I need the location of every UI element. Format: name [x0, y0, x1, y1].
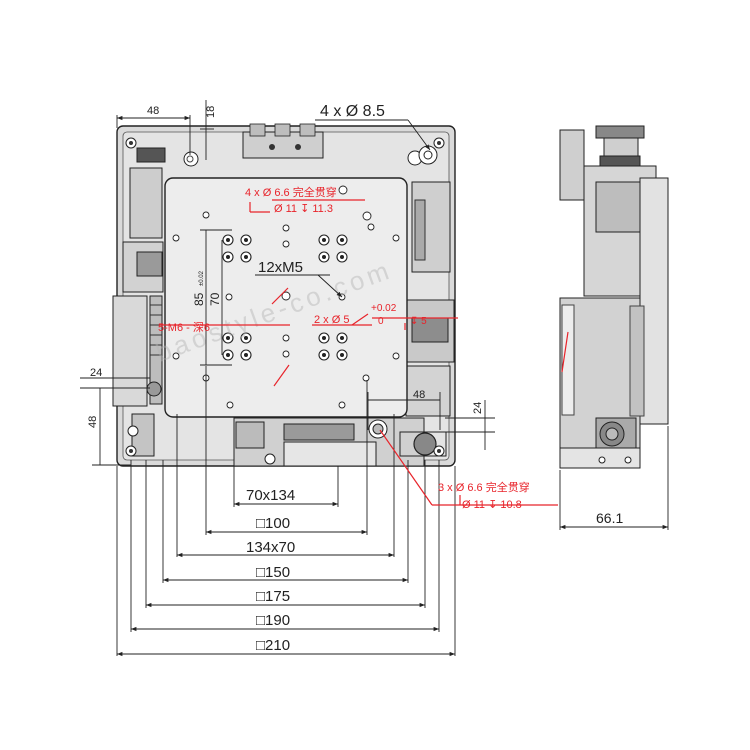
dim-70x134: 70x134: [246, 487, 295, 504]
dim-side-66-1: 66.1: [596, 510, 623, 526]
callout-pin-depth: ↧ 5: [410, 316, 427, 327]
dim-vertical-85: 85: [192, 292, 206, 306]
dim-square-100: □100: [256, 515, 290, 532]
callout-left-m6: 5-M6 - 深6: [158, 321, 210, 334]
dim-square-150: □150: [256, 564, 290, 581]
callout-pin-tol-zero: 0: [378, 316, 384, 327]
stage-top-view: [112, 123, 456, 467]
dim-vertical-70: 70: [208, 292, 222, 306]
callout-top-line2: Ø 11 ↧ 11.3: [274, 203, 333, 215]
callout-pin-tol-plus: +0.02: [371, 303, 397, 314]
dim-square-210: □210: [256, 637, 290, 654]
dim-134x70: 134x70: [246, 539, 295, 556]
dim-square-190: □190: [256, 612, 290, 629]
dim-square-175: □175: [256, 588, 290, 605]
dim-left-48: 48: [87, 416, 99, 428]
dim-12xM5: 12xM5: [258, 259, 303, 276]
dim-top-48: 48: [147, 105, 159, 117]
dim-right-48: 48: [413, 389, 425, 401]
dim-vertical-85-tol: ±0.02: [199, 270, 205, 286]
dim-right-24: 24: [472, 402, 484, 414]
dim-left-24: 24: [90, 367, 102, 379]
callout-bottom-line2: Ø 11 ↧ 10.8: [462, 499, 522, 511]
callout-bottom-line1: 3 x Ø 6.6 完全贯穿: [438, 480, 530, 494]
dim-holes-4x: 4 x Ø 8.5: [320, 103, 385, 120]
dim-top-18: 18: [205, 106, 217, 118]
callout-top-line1: 4 x Ø 6.6 完全贯穿: [245, 185, 337, 199]
callout-pin-line1: 2 x Ø 5: [314, 314, 349, 326]
stage-side-view: [559, 125, 669, 469]
